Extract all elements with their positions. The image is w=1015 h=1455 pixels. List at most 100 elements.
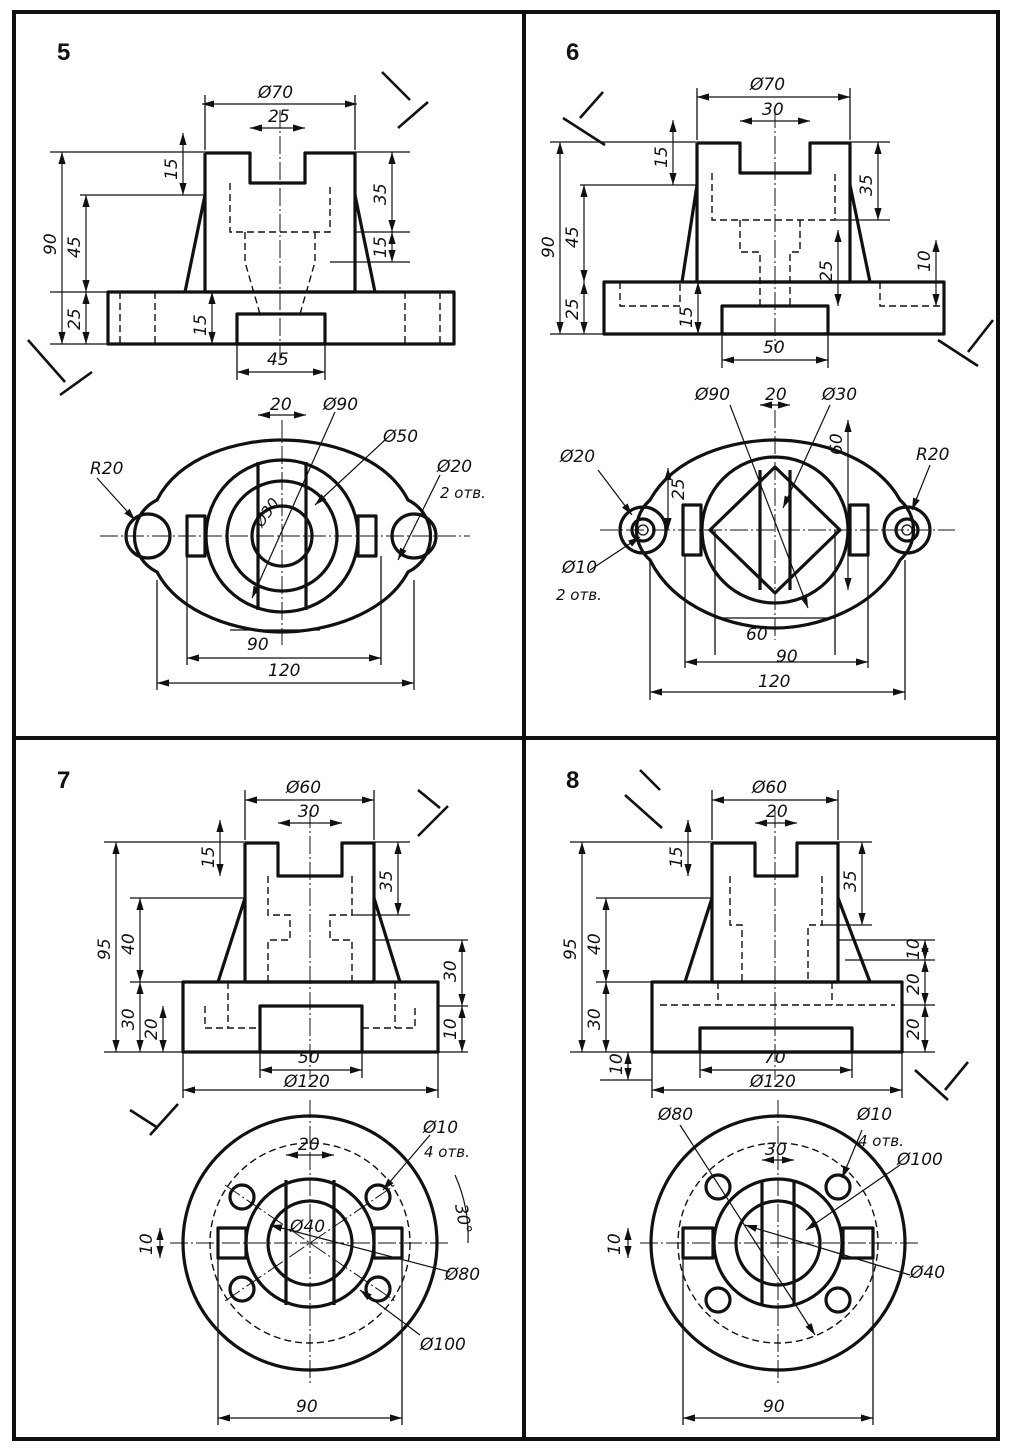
- dim-10: 10: [137, 1233, 157, 1255]
- dim-d60: Ø60: [751, 778, 787, 798]
- dim-20: 20: [765, 385, 787, 405]
- front-view: Ø60 20 95 40 30 10 15 35 10: [561, 769, 970, 1101]
- dim-60: 60: [746, 625, 768, 645]
- panel-7: 7 Ø60 30 95 40: [57, 767, 480, 1425]
- dim-d40: Ø40: [909, 1263, 945, 1283]
- front-view: Ø70 25 90 45 25 15 35 15 15: [27, 71, 456, 397]
- dim-d30: Ø30: [821, 385, 857, 405]
- panel-number: 6: [566, 39, 579, 66]
- panel-number: 8: [566, 767, 579, 794]
- dim-d10: Ø10: [561, 558, 597, 578]
- dim-15-step: 15: [371, 236, 391, 258]
- dim-15-top: 15: [652, 146, 672, 168]
- plan-view: 20 Ø10 4 отв. 30° Ø40 10 Ø80 Ø100 90: [137, 1100, 480, 1425]
- dim-45: 45: [65, 236, 85, 258]
- dim-d20: Ø20: [559, 447, 595, 467]
- dim-30: 30: [762, 100, 784, 120]
- dim-30: 30: [765, 1140, 787, 1160]
- dim-d120: Ø120: [283, 1072, 330, 1092]
- front-view: Ø70 30 90 45 25 15 35 25 10 15 50: [539, 75, 995, 368]
- dim-15: 15: [667, 846, 687, 868]
- dim-10: 10: [915, 250, 935, 272]
- dim-d60: Ø60: [285, 778, 321, 798]
- dim-d90: Ø90: [322, 395, 358, 415]
- dim-25-base: 25: [563, 298, 583, 320]
- dim-90-plan: 90: [296, 1397, 318, 1417]
- dim-d80: Ø80: [657, 1105, 693, 1125]
- dim-d20: Ø20: [436, 457, 472, 477]
- panel-number: 5: [57, 39, 70, 66]
- dim-50: 50: [298, 1048, 320, 1068]
- dim-30: 30: [298, 802, 320, 822]
- dim-95: 95: [95, 938, 115, 960]
- dim-d80: Ø80: [444, 1265, 480, 1285]
- dim-35: 35: [857, 174, 877, 196]
- dim-90-plan: 90: [763, 1397, 785, 1417]
- dim-30-right: 30: [441, 960, 461, 982]
- dim-d50: Ø50: [382, 427, 418, 447]
- dim-60-side: 60: [827, 433, 847, 455]
- dim-25-step: 25: [817, 260, 837, 282]
- dim-120: 120: [268, 661, 300, 681]
- dim-15-bottom: 15: [677, 306, 697, 328]
- dim-10-right: 10: [904, 938, 924, 960]
- dim-15-top: 15: [162, 158, 182, 180]
- dim-20: 20: [298, 1135, 320, 1155]
- dim-25: 25: [268, 107, 290, 127]
- dim-20: 20: [142, 1018, 162, 1040]
- plan-view: 20 Ø90 Ø50 Ø20 2 отв. R20 Ø30 90 120: [90, 395, 486, 690]
- dim-15: 15: [199, 846, 219, 868]
- dim-10: 10: [605, 1233, 625, 1255]
- dim-35: 35: [377, 870, 397, 892]
- dim-20-right-low: 20: [904, 1018, 924, 1040]
- dim-70: 70: [764, 1048, 786, 1068]
- dim-90: 90: [41, 233, 61, 255]
- dim-20: 20: [270, 395, 292, 415]
- dim-35: 35: [371, 183, 391, 205]
- panel-6: 6 Ø70 30 90 45 25: [539, 39, 995, 700]
- dim-30-base: 30: [585, 1008, 605, 1030]
- dim-45: 45: [563, 226, 583, 248]
- dim-angle: 30°: [450, 1202, 475, 1235]
- sheet-frame: [12, 10, 1000, 1441]
- dim-20-slot: 20: [766, 802, 788, 822]
- dim-120: 120: [758, 672, 790, 692]
- dim-90: 90: [539, 236, 559, 258]
- dim-r20: R20: [90, 459, 123, 479]
- dim-90-plan: 90: [247, 635, 269, 655]
- dim-40: 40: [119, 933, 139, 955]
- note-holes: 4 отв.: [858, 1132, 904, 1150]
- panel-5: 5 Ø70 25 90: [27, 39, 486, 690]
- note-holes: 2 отв.: [556, 586, 602, 604]
- dim-d120: Ø120: [749, 1072, 796, 1092]
- dim-25: 25: [669, 478, 689, 500]
- dim-45-bottom: 45: [267, 350, 289, 370]
- dim-d70: Ø70: [257, 83, 293, 103]
- dim-15-bottom: 15: [191, 314, 211, 336]
- dim-d100: Ø100: [419, 1335, 466, 1355]
- dim-50: 50: [763, 338, 785, 358]
- note-holes: 4 отв.: [424, 1143, 470, 1161]
- dim-20-right: 20: [904, 973, 924, 995]
- dim-40: 40: [585, 933, 605, 955]
- dim-10-right: 10: [441, 1018, 461, 1040]
- note-holes: 2 отв.: [440, 484, 486, 502]
- panel-number: 7: [57, 767, 70, 794]
- front-view: Ø60 30 95 40 30 20 15 35 30 10: [95, 778, 468, 1136]
- dim-10-low: 10: [607, 1053, 627, 1075]
- dim-95: 95: [561, 938, 581, 960]
- dim-30-base: 30: [119, 1008, 139, 1030]
- dim-d70: Ø70: [749, 75, 785, 95]
- dim-r20: R20: [916, 445, 949, 465]
- dim-d10: Ø10: [856, 1105, 892, 1125]
- plan-view: 30 Ø80 Ø10 4 отв. Ø100 10 Ø40 90: [605, 1100, 945, 1425]
- dim-d40: Ø40: [289, 1217, 325, 1237]
- panel-8: 8 Ø60 20 95 40 30: [561, 767, 970, 1425]
- dim-35: 35: [841, 870, 861, 892]
- dim-90-plan: 90: [776, 647, 798, 667]
- plan-view: 20 Ø90 Ø30 60 R20 Ø20 25 Ø10 2 отв. 60 9…: [556, 385, 955, 700]
- dim-d10: Ø10: [422, 1118, 458, 1138]
- dim-d90: Ø90: [694, 385, 730, 405]
- dim-d100: Ø100: [896, 1150, 943, 1170]
